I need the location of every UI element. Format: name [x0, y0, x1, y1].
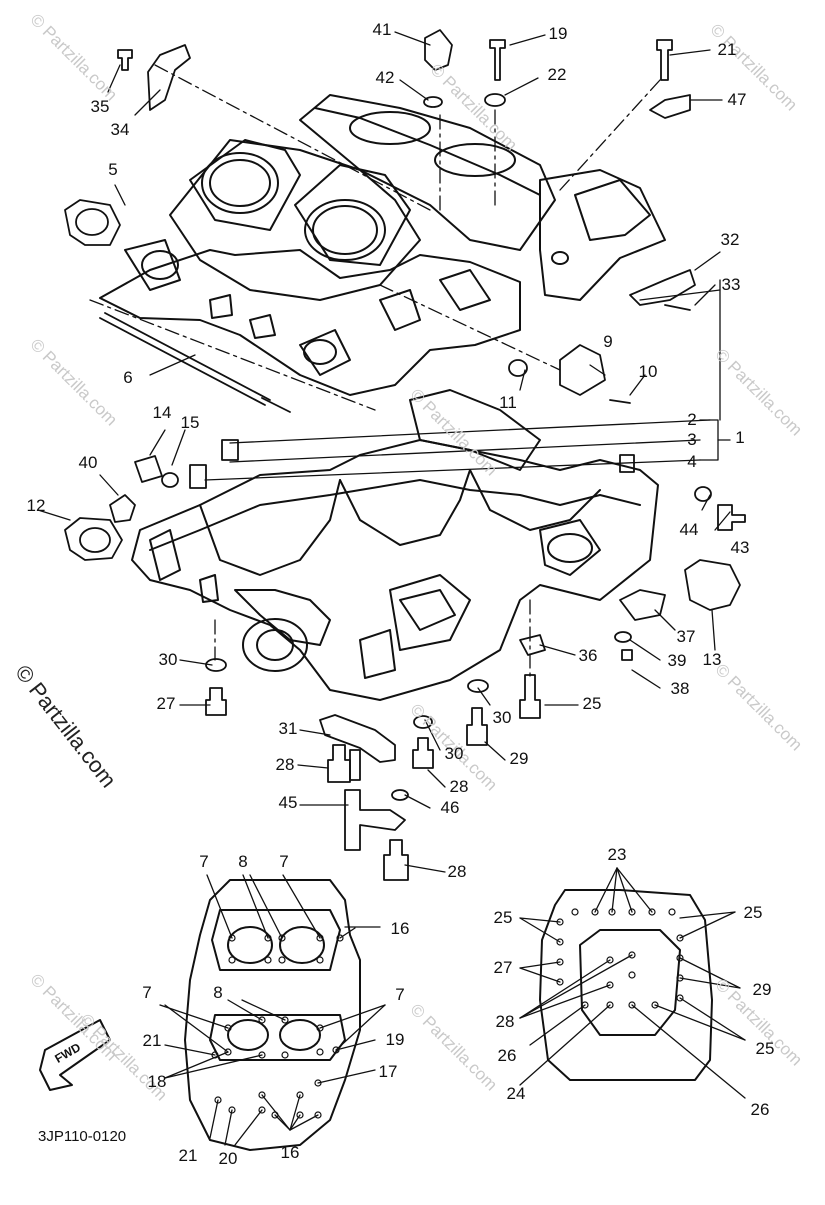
callout-41: 41	[372, 20, 392, 39]
callout-26: 26	[750, 1100, 770, 1119]
callout-36: 36	[578, 646, 598, 665]
callout-21: 21	[178, 1146, 198, 1165]
callout-30: 30	[492, 708, 512, 727]
callout-46: 46	[440, 798, 460, 817]
callout-20: 20	[218, 1149, 238, 1168]
callout-2: 2	[687, 410, 697, 429]
callout-18: 18	[147, 1072, 167, 1091]
callout-17: 17	[378, 1062, 398, 1081]
callout-31: 31	[278, 719, 298, 738]
callout-29: 29	[509, 749, 529, 768]
callout-26: 26	[497, 1046, 517, 1065]
callout-19: 19	[385, 1030, 405, 1049]
callout-28: 28	[275, 755, 295, 774]
callout-25: 25	[743, 903, 763, 922]
callout-39: 39	[667, 651, 687, 670]
callout-22: 22	[547, 65, 567, 84]
callout-38: 38	[670, 679, 690, 698]
callout-25: 25	[755, 1039, 775, 1058]
fasteners	[64, 29, 746, 881]
callout-33: 33	[721, 275, 741, 294]
callout-37: 37	[676, 627, 696, 646]
callout-23: 23	[607, 845, 627, 864]
callout-4: 4	[687, 452, 697, 471]
drawing-code: 3JP110-0120	[38, 1128, 127, 1145]
callout-44: 44	[679, 520, 699, 539]
callout-16: 16	[280, 1143, 300, 1162]
callout-45: 45	[278, 793, 298, 812]
callout-11: 11	[499, 393, 517, 412]
callout-3: 3	[687, 430, 697, 449]
callout-29: 29	[752, 980, 772, 999]
callout-35: 35	[90, 97, 110, 116]
callout-27: 27	[493, 958, 513, 977]
callout-21: 21	[717, 40, 737, 59]
lower-crankcase	[131, 389, 659, 701]
callout-30: 30	[158, 650, 178, 669]
fwd-arrow-icon	[39, 1019, 111, 1091]
callout-28: 28	[495, 1012, 515, 1031]
callout-25: 25	[493, 908, 513, 927]
callout-43: 43	[730, 538, 750, 557]
callout-28: 28	[449, 777, 469, 796]
callout-30: 30	[444, 744, 464, 763]
callout-42: 42	[375, 68, 395, 87]
callout-15: 15	[180, 413, 200, 432]
callout-10: 10	[638, 362, 658, 381]
callout-14: 14	[152, 403, 172, 422]
callout-13: 13	[702, 650, 722, 669]
callout-40: 40	[78, 453, 98, 472]
callout-28: 28	[447, 862, 467, 881]
callout-6: 6	[123, 368, 133, 387]
callout-12: 12	[26, 496, 46, 515]
callout-1: 1	[735, 428, 745, 447]
callout-7: 7	[279, 852, 289, 871]
callout-27: 27	[156, 694, 176, 713]
callout-5: 5	[108, 160, 118, 179]
callout-7: 7	[142, 983, 152, 1002]
callout-47: 47	[727, 90, 747, 109]
leader-lines	[37, 31, 731, 873]
callout-34: 34	[110, 120, 130, 139]
callout-7: 7	[199, 852, 209, 871]
callout-25: 25	[582, 694, 602, 713]
bolt-pattern-left	[159, 874, 386, 1151]
callout-24: 24	[506, 1084, 526, 1103]
upper-crankcase	[99, 94, 666, 396]
callout-9: 9	[603, 332, 613, 351]
callout-8: 8	[213, 983, 223, 1002]
callout-21: 21	[142, 1031, 162, 1050]
callout-8: 8	[238, 852, 248, 871]
callout-32: 32	[720, 230, 740, 249]
callout-7: 7	[395, 985, 405, 1004]
bolt-pattern-right	[519, 867, 746, 1099]
callout-19: 19	[548, 24, 568, 43]
callout-16: 16	[390, 919, 410, 938]
